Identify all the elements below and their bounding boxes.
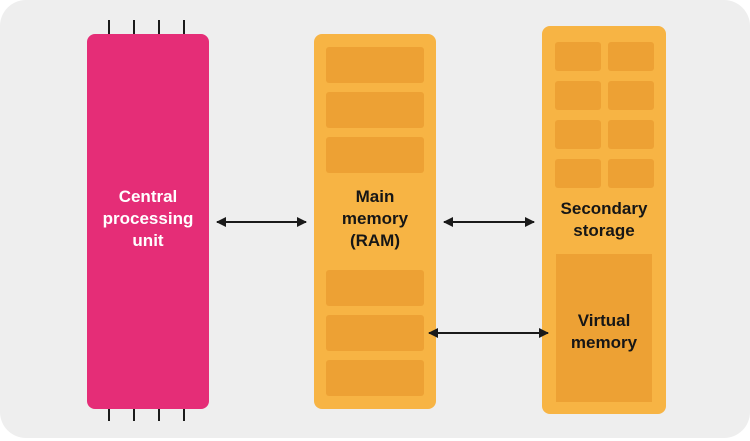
- ram-label-line-2: memory: [341, 209, 409, 228]
- ram-label: Main memory (RAM): [314, 186, 436, 252]
- secondary-storage-label-line-2: storage: [573, 221, 635, 240]
- secondary-storage-block: Secondary storage Virtual memory: [542, 26, 666, 414]
- ram-slot: [326, 360, 424, 396]
- virtual-memory-area: Virtual memory: [556, 254, 652, 402]
- storage-cell: [608, 42, 654, 71]
- ram-slot: [326, 92, 424, 128]
- storage-cell: [608, 81, 654, 110]
- ram-block: Main memory (RAM): [314, 34, 436, 409]
- storage-cell: [555, 81, 601, 110]
- cpu-label-line-3: unit: [132, 231, 164, 250]
- secondary-storage-label: Secondary storage: [542, 198, 666, 242]
- cpu-label-line-2: processing: [102, 209, 194, 228]
- virtual-memory-label: Virtual memory: [556, 310, 652, 354]
- cpu-label: Central processing unit: [87, 186, 209, 252]
- virtual-memory-label-line-1: Virtual: [577, 311, 631, 330]
- cpu-pin-bottom-4: [183, 407, 185, 421]
- cpu-pin-bottom-2: [133, 407, 135, 421]
- cpu-pin-top-3: [158, 20, 160, 34]
- storage-cell: [555, 42, 601, 71]
- secondary-storage-label-line-1: Secondary: [560, 199, 648, 218]
- cpu-pin-top-2: [133, 20, 135, 34]
- ram-slot: [326, 315, 424, 351]
- cpu-pin-top-4: [183, 20, 185, 34]
- cpu-pin-top-1: [108, 20, 110, 34]
- ram-label-line-3: (RAM): [349, 231, 401, 250]
- ram-slot: [326, 137, 424, 173]
- storage-cell: [555, 159, 601, 188]
- cpu-block: Central processing unit: [87, 34, 209, 409]
- cpu-pin-bottom-1: [108, 407, 110, 421]
- cpu-pin-bottom-3: [158, 407, 160, 421]
- storage-cell: [555, 120, 601, 149]
- virtual-memory-label-line-2: memory: [570, 333, 638, 352]
- storage-cell: [608, 159, 654, 188]
- storage-cell: [608, 120, 654, 149]
- ram-label-line-1: Main: [355, 187, 395, 206]
- ram-slot: [326, 47, 424, 83]
- cpu-label-line-1: Central: [118, 187, 178, 206]
- ram-slot: [326, 270, 424, 306]
